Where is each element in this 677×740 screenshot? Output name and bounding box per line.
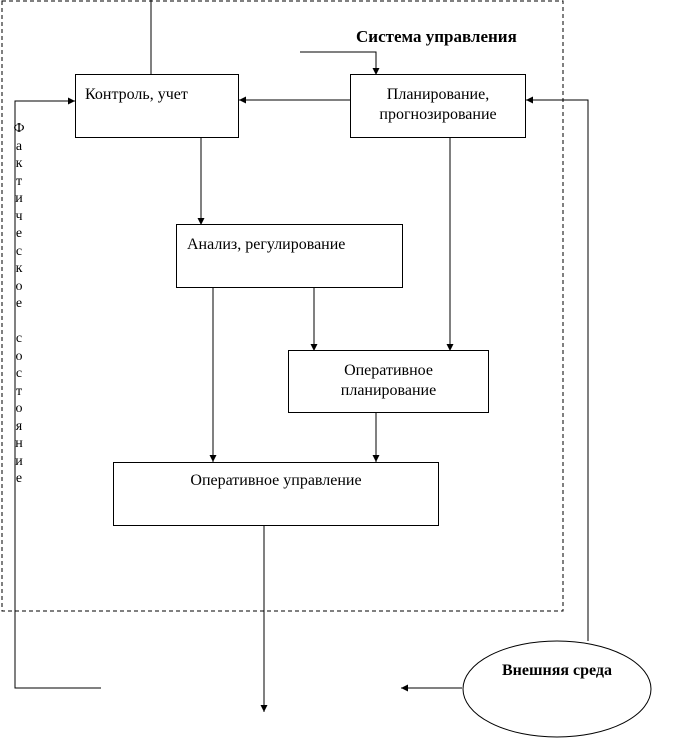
op-planning-box-label: Оперативное планирование [340, 362, 437, 399]
external-environment-ellipse [462, 640, 652, 738]
op-management-box-label: Оперативное управление [190, 472, 362, 489]
op-planning-box: Оперативное планирование [288, 350, 489, 413]
control-box-label: Контроль, учет [85, 86, 188, 103]
planning-box: Планирование, прогнозирование [350, 74, 526, 138]
control-box: Контроль, учет [75, 74, 239, 138]
feedback-loop-arrow [14, 97, 101, 689]
feedback-vertical-label: Ф а к т и ч е с к о е с о с т о я н и е [13, 121, 25, 486]
system-title: Система управления [356, 27, 517, 46]
op-management-box: Оперативное управление [113, 462, 439, 526]
analysis-box-label: Анализ, регулирование [187, 236, 346, 253]
external-environment-label: Внешняя среда [501, 662, 612, 679]
external-to-planning-arrow [526, 96, 589, 641]
planning-input-arrow [300, 51, 380, 75]
planning-box-label: Планирование, прогнозирование [379, 86, 497, 123]
analysis-box: Анализ, регулирование [176, 224, 403, 288]
system-boundary [1, 0, 564, 612]
